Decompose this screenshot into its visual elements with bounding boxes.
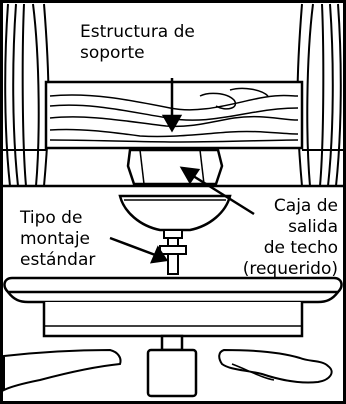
label-outlet-box-line3: de techo [263,238,338,258]
label-standard-mount: Tipo de montaje estándar [20,208,95,271]
fan-blade-arms [3,348,333,392]
label-outlet-box-line1: Caja de [273,196,338,216]
right-wall-drape [296,3,342,187]
label-support-structure-line2: soporte [80,43,145,63]
outlet-box [126,148,224,186]
label-support-structure-line1: Estructura de [80,22,195,42]
label-standard-mount-line3: estándar [20,250,96,270]
fan-motor-housing [3,276,343,338]
switch-housing [146,334,198,398]
label-standard-mount-line1: Tipo de [20,208,83,228]
label-outlet-box: Caja de salida de techo (requerido) [214,196,338,280]
label-support-structure: Estructura de soporte [80,22,195,64]
fan-canopy [118,194,232,232]
downrod [159,229,187,275]
label-outlet-box-line2: salida [288,217,338,237]
label-standard-mount-line2: montaje [20,229,91,249]
label-outlet-box-line4: (requerido) [242,259,338,279]
left-wall-drape [1,3,50,187]
label-arrows [109,78,255,264]
